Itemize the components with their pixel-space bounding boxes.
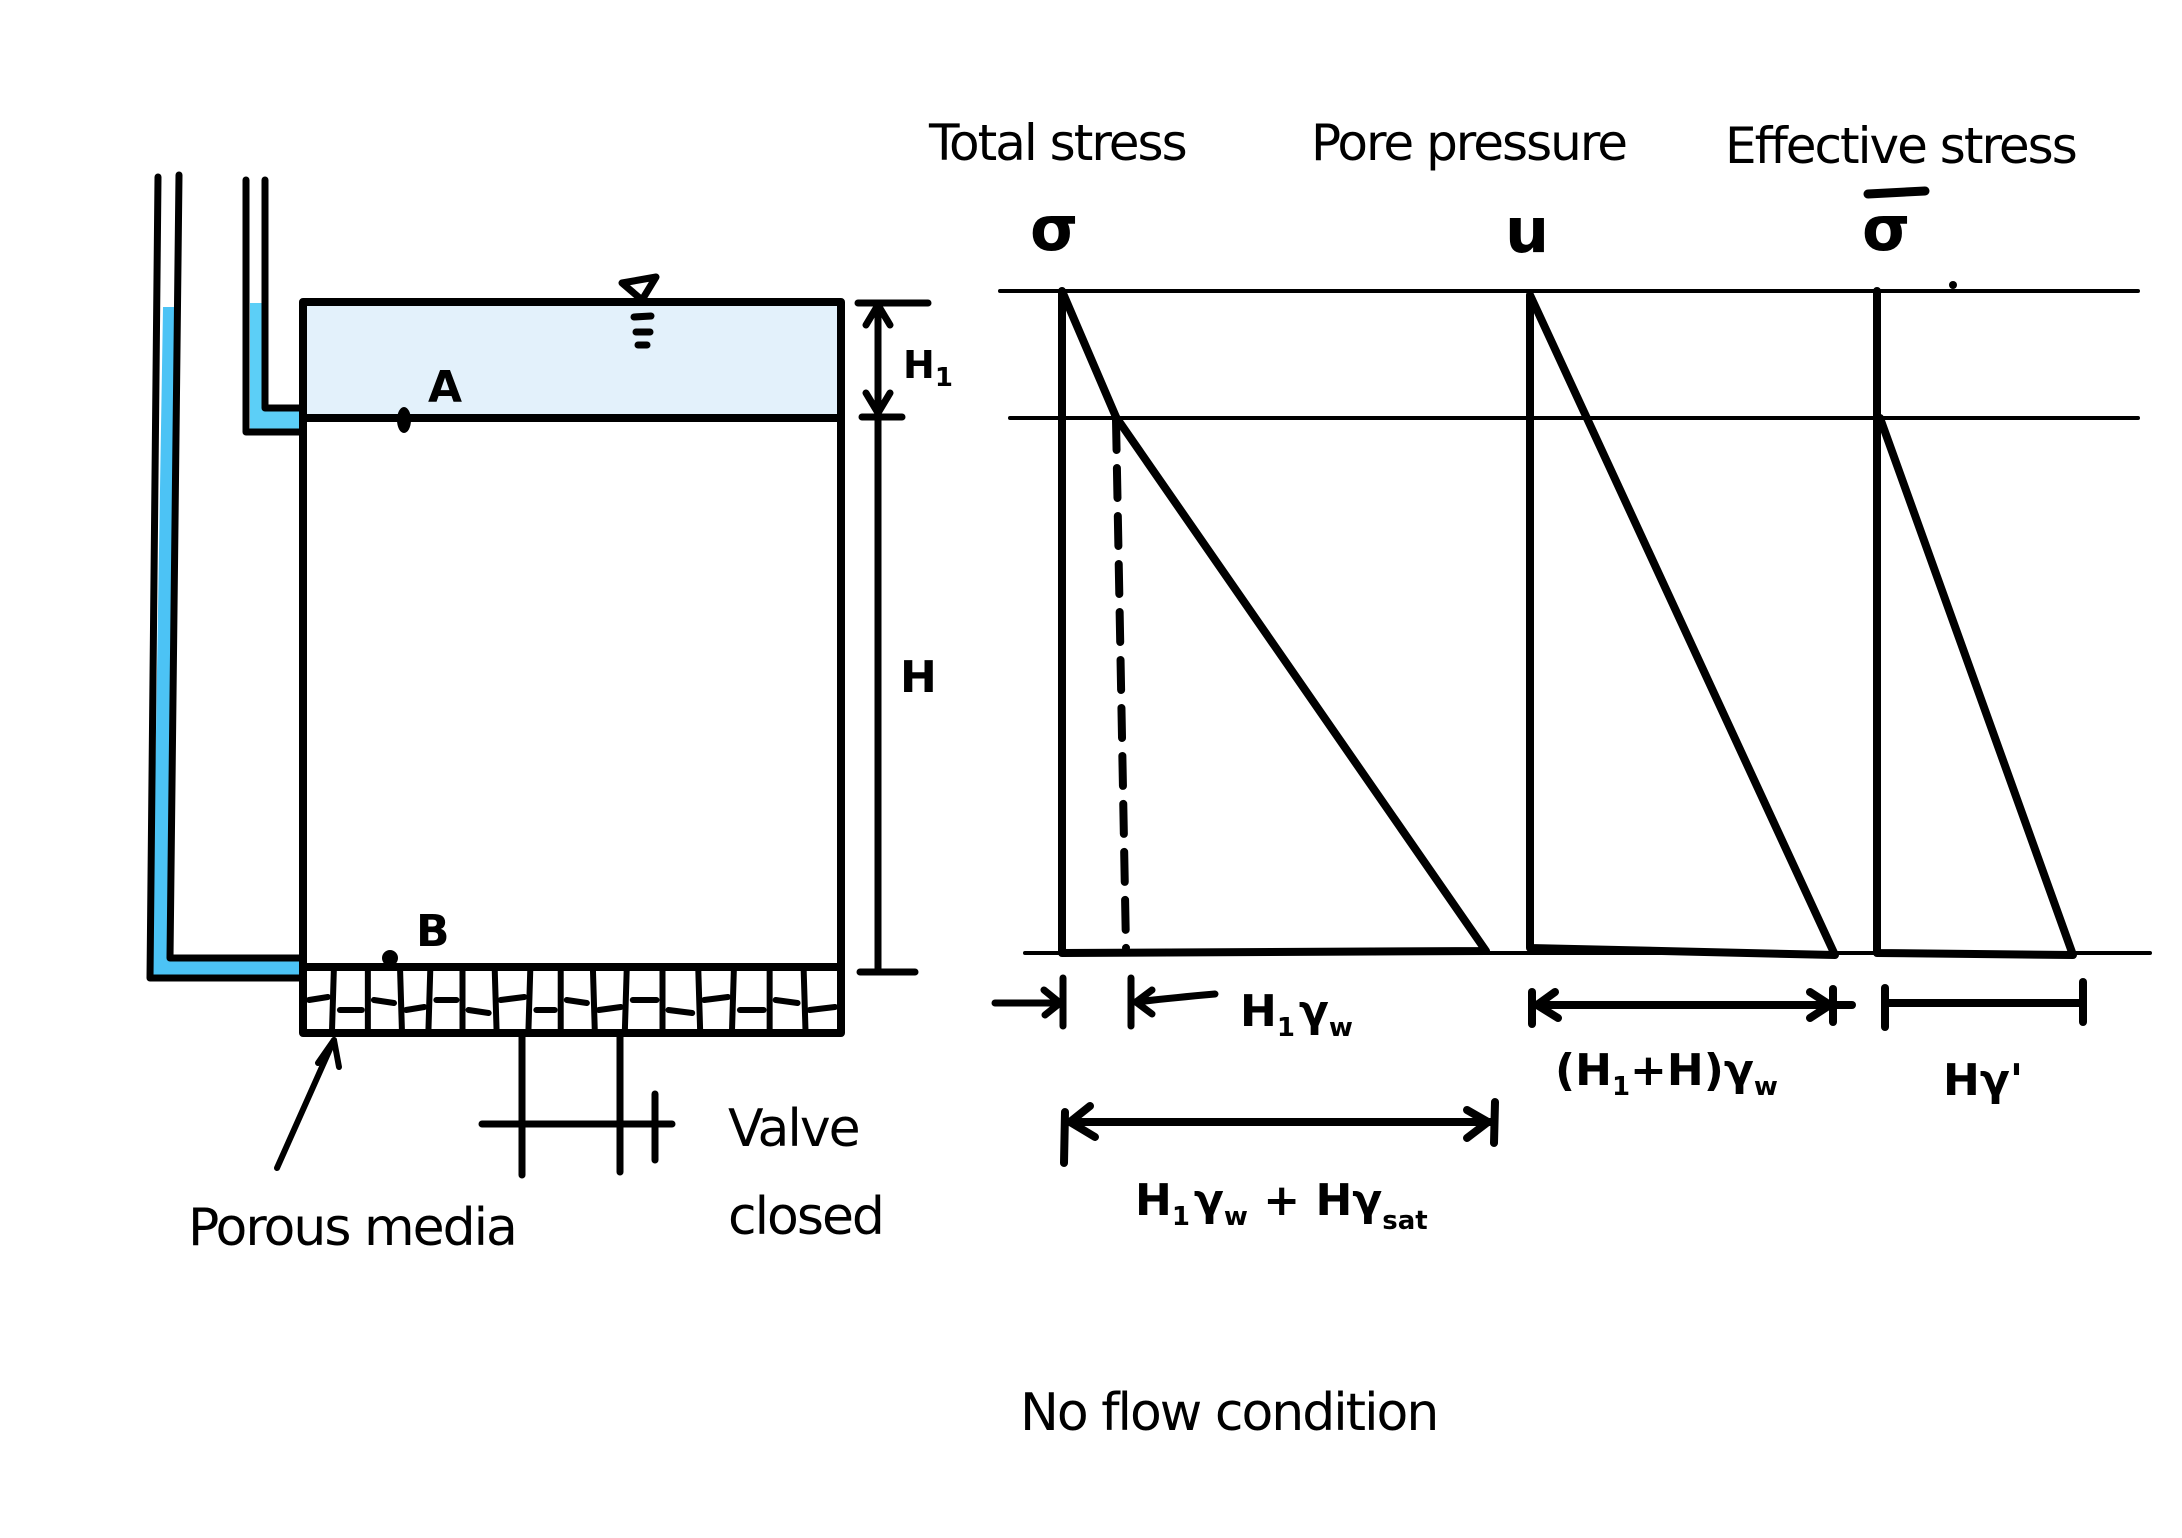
effective-stress-profile [1873, 287, 2077, 959]
porous-grid-line [621, 964, 630, 1036]
porous-grid-line [525, 964, 534, 1036]
porous-grid-dash [403, 1004, 428, 1013]
stress-diagrams: Total stress Pore pressure Effective str… [928, 114, 2152, 1236]
dim-total-bottom [1060, 1098, 1499, 1167]
porous-grid-dash [465, 1007, 492, 1016]
valve-label-line1: Valve [728, 1099, 859, 1159]
standpipe-left-inner [166, 171, 307, 962]
porous-grid-line [491, 964, 500, 1036]
heading-effective-stress: Effective stress [1725, 117, 2076, 175]
porous-media-arrow [274, 1037, 342, 1171]
dim-pore-bottom [1528, 985, 1856, 1028]
pore-pressure-profile [1526, 291, 1839, 959]
label-total-bottom: H1γw + Hγsat [1135, 1175, 1428, 1236]
point-b-label: B [416, 906, 450, 957]
dim-h1-label: H1 [903, 343, 953, 393]
porous-grid-dash [595, 1004, 624, 1013]
stray-dot [1949, 281, 1957, 289]
water-table-icon [618, 273, 660, 349]
porous-grid-line [800, 964, 809, 1036]
dim-total-h1gw [991, 974, 1219, 1030]
tank-water [303, 302, 841, 418]
porous-grid-dash [497, 994, 528, 1003]
tank-outline [299, 298, 845, 1037]
standpipe-right-water [250, 303, 303, 430]
valve-icon [478, 1029, 676, 1179]
symbol-u: u [1505, 194, 1549, 267]
hydrostatic-dashed-line [1112, 416, 1130, 952]
porous-grid-line [397, 964, 405, 1036]
dim-h-label: H [900, 652, 937, 703]
porous-grid-dash [563, 997, 590, 1006]
symbol-sigma: σ [1030, 192, 1078, 265]
label-h1-gamma-w: H1γw [1240, 986, 1353, 1043]
standpipe-right-inner [261, 176, 307, 412]
porous-media-grid [306, 964, 838, 1036]
porous-grid-dash [806, 1004, 838, 1013]
dim-effective-bottom [1881, 978, 2087, 1031]
figure-caption: No flow condition [1020, 1383, 1437, 1443]
point-a-marker [397, 407, 411, 433]
valve-label-line2: closed [728, 1187, 883, 1247]
standpipe-right [242, 176, 307, 436]
porous-grid-dash [772, 997, 801, 1006]
porous-grid-line [695, 964, 704, 1036]
symbol-sigma-bar: σ [1862, 186, 1930, 265]
porous-grid-dash [701, 994, 731, 1003]
porous-grid-line [589, 964, 598, 1036]
porous-grid-dash [306, 994, 331, 1003]
apparatus: A B H1 H Porous media Val [146, 171, 953, 1258]
porous-grid-line [328, 964, 337, 1036]
porous-grid-line [425, 964, 434, 1036]
point-b-marker [382, 950, 398, 966]
dimension-lines [854, 299, 932, 976]
total-stress-profile [1058, 287, 1490, 957]
svg-text:σ: σ [1862, 192, 1910, 265]
label-effective-bottom: Hγ' [1943, 1055, 2023, 1106]
porous-grid-dash [370, 997, 397, 1006]
porous-media-label: Porous media [188, 1198, 516, 1258]
standpipe-left [146, 173, 307, 982]
heading-total-stress: Total stress [928, 114, 1186, 172]
porous-grid-line [728, 964, 737, 1036]
label-pore-bottom: (H1+H)γw [1555, 1045, 1778, 1102]
heading-pore-pressure: Pore pressure [1311, 114, 1626, 172]
point-a-label: A [428, 362, 462, 413]
porous-grid-dash [665, 1007, 696, 1016]
